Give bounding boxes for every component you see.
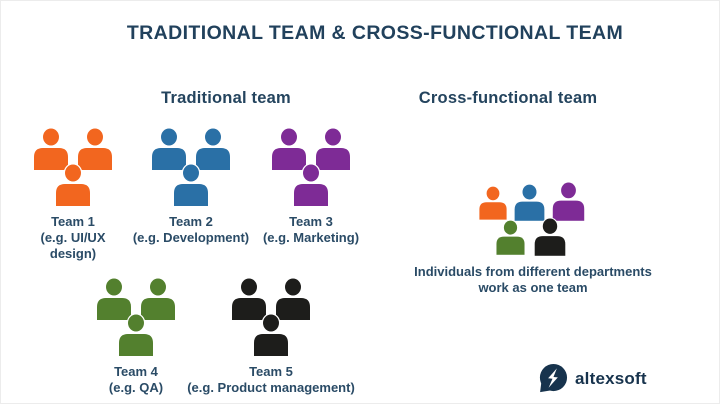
altexsoft-logo: altexsoft (537, 363, 647, 394)
person-icon (171, 164, 211, 206)
team-3-label: Team 3 (e.g. Marketing) (236, 214, 386, 246)
person-icon (477, 186, 509, 220)
team-2-name: Team 2 (169, 214, 213, 229)
team-5-name: Team 5 (249, 364, 293, 379)
team-1-example: (e.g. UI/UX design) (40, 229, 106, 261)
team-4-icons (94, 278, 178, 356)
person-icon (550, 182, 587, 221)
cross-functional-team-heading: Cross-functional team (418, 89, 598, 107)
person-icon (53, 164, 93, 206)
team-5-example: (e.g. Product management) (187, 379, 355, 395)
team-5-group: Team 5 (e.g. Product management) (176, 278, 366, 396)
team-5-label: Team 5 (e.g. Product management) (176, 364, 366, 396)
team-2-group: Team 2 (e.g. Development) (116, 128, 266, 246)
person-icon (291, 164, 331, 206)
person-icon (251, 314, 291, 356)
cross-functional-icons (477, 182, 589, 258)
team-5-icons (229, 278, 313, 356)
team-3-name: Team 3 (289, 214, 333, 229)
altexsoft-logo-text: altexsoft (575, 368, 647, 388)
team-4-group: Team 4 (e.g. QA) (61, 278, 211, 396)
team-1-icons (31, 128, 115, 206)
team-2-example: (e.g. Development) (132, 229, 250, 245)
team-3-example: (e.g. Marketing) (262, 229, 360, 245)
person-icon (512, 184, 547, 221)
caption-line-1: Individuals from different departments (414, 264, 652, 279)
person-icon (116, 314, 156, 356)
caption-line-2: work as one team (478, 280, 588, 296)
team-3-icons (269, 128, 353, 206)
team-1-group: Team 1 (e.g. UI/UX design) (13, 128, 133, 262)
traditional-team-heading: Traditional team (161, 89, 291, 107)
team-1-name: Team 1 (51, 214, 95, 229)
team-3-group: Team 3 (e.g. Marketing) (236, 128, 386, 246)
cross-functional-group: Individuals from different departments w… (408, 182, 658, 297)
team-2-label: Team 2 (e.g. Development) (116, 214, 266, 246)
page-title: TRADITIONAL TEAM & CROSS-FUNCTIONAL TEAM (126, 22, 624, 44)
person-icon (532, 218, 568, 256)
team-4-example: (e.g. QA) (108, 379, 164, 395)
team-4-label: Team 4 (e.g. QA) (61, 364, 211, 396)
team-4-name: Team 4 (114, 364, 158, 379)
cross-functional-caption: Individuals from different departments w… (408, 264, 658, 297)
team-1-label: Team 1 (e.g. UI/UX design) (13, 214, 133, 262)
team-2-icons (149, 128, 233, 206)
person-icon (494, 220, 527, 255)
altexsoft-logo-icon (539, 363, 568, 393)
